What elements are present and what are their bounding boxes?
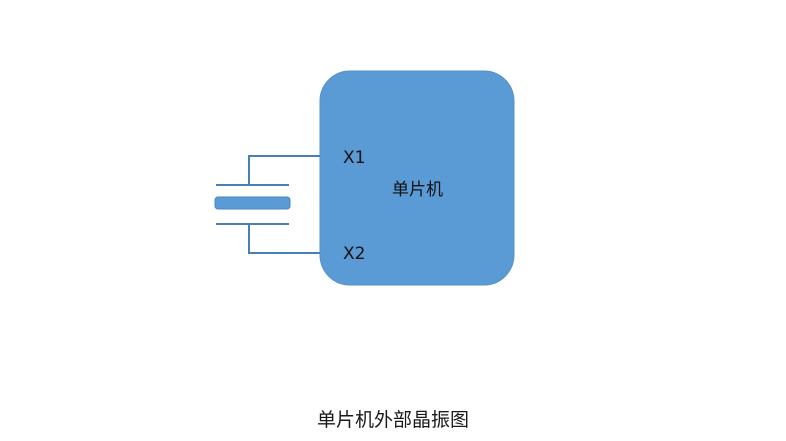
mcu-label: 单片机 [392, 180, 443, 200]
mcu-block [319, 70, 515, 286]
pin-label-x1: X1 [343, 148, 365, 168]
wire-x1 [248, 155, 320, 185]
crystal-body [214, 196, 291, 210]
pin-label-x2: X2 [343, 244, 365, 264]
wire-x2 [248, 224, 320, 254]
figure-caption: 单片机外部晶振图 [316, 409, 469, 431]
